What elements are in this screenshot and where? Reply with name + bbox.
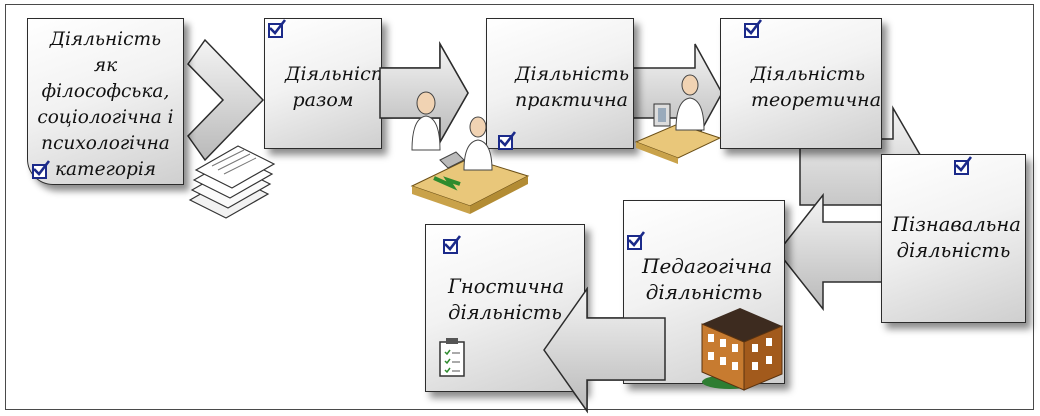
arrow-cognitive-pedagogical: [777, 192, 885, 312]
checkbox-icon: [32, 160, 51, 179]
node-pedagogical-label: Педагогічна діяльність: [642, 254, 773, 304]
checkbox-icon: [954, 156, 973, 175]
node-gnostic-label: Гностична діяльність: [448, 275, 565, 324]
checkbox-icon: [744, 19, 763, 38]
school-building-icon: [701, 308, 783, 391]
arrow-pedagogical-gnostic-front: [543, 286, 666, 414]
node-together-label: Діяльність разом: [285, 63, 400, 111]
chevron-arrow-icon: [187, 38, 265, 162]
node-theoretical-label: Діяльність теоретична: [751, 63, 882, 111]
two-people-desk-icon: [410, 91, 530, 214]
clipboard-icon: [439, 338, 465, 377]
checkbox-icon: [627, 231, 646, 250]
documents-icon: [188, 145, 276, 219]
node-practical: Діяльність практична: [486, 18, 634, 149]
checkbox-icon: [268, 19, 287, 38]
node-category: Діяльність як філософська, соціологічна …: [27, 18, 184, 185]
checkbox-icon: [498, 131, 517, 150]
node-together: Діяльність разом: [264, 18, 400, 149]
node-cognitive-label: Пізнавальна діяльність: [892, 213, 1021, 262]
node-practical-label: Діяльність практична: [515, 63, 630, 111]
checkbox-icon: [443, 235, 462, 254]
person-computer-icon: [634, 74, 722, 164]
node-cognitive: Пізнавальна діяльність: [881, 154, 1026, 323]
node-theoretical: Діяльність теоретична: [720, 18, 882, 149]
node-category-label: Діяльність як філософська, соціологічна …: [37, 29, 174, 180]
